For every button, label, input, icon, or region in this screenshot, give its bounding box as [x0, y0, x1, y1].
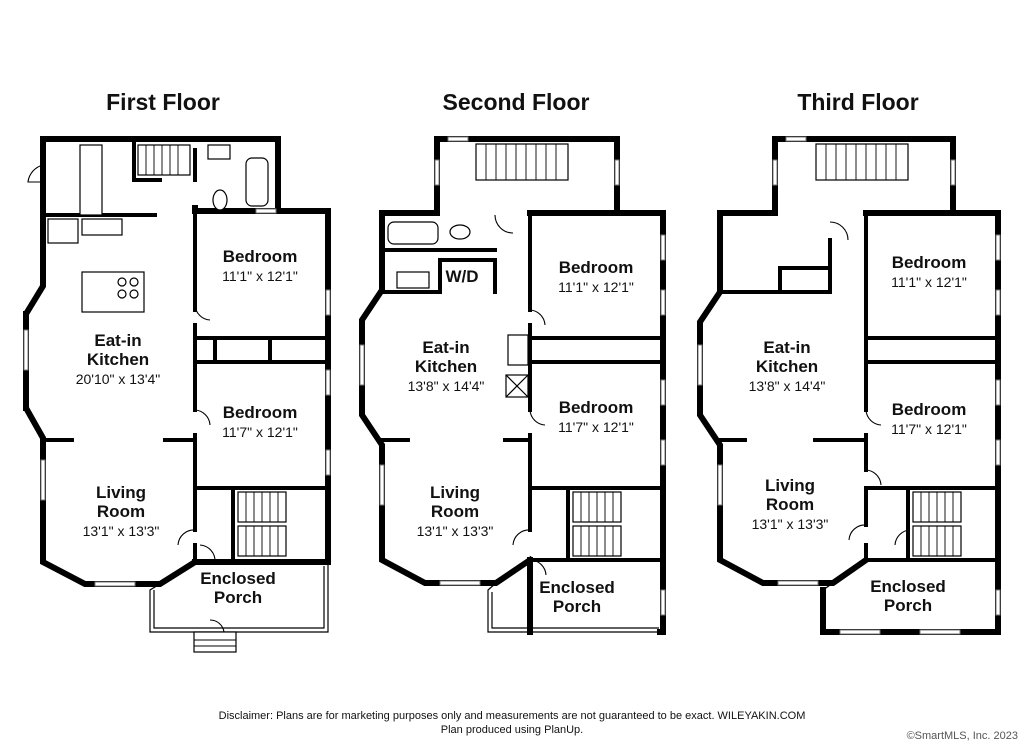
- room-dimensions: 13'8" x 14'4": [749, 378, 826, 394]
- second-floor-fixtures: [387, 221, 529, 398]
- room-label: Bedroom: [892, 400, 967, 419]
- room-label: Bedroom: [223, 247, 298, 266]
- first-floor-walls: [23, 136, 331, 653]
- room-label: W/D: [445, 267, 478, 286]
- room-dimensions: 13'1" x 13'3": [752, 516, 829, 532]
- first-floor-plan: First Floor: [23, 89, 331, 653]
- plan-credit-text: Plan produced using PlanUp.: [440, 724, 584, 736]
- room-label: Bedroom: [892, 253, 967, 272]
- third-floor-stairs: [815, 143, 962, 557]
- third-floor-title: Third Floor: [797, 89, 918, 115]
- room-label: Bedroom: [223, 403, 298, 422]
- room-dimensions: 13'1" x 13'3": [417, 523, 494, 539]
- third-floor-walls: [697, 136, 1001, 635]
- first-floor-title: First Floor: [106, 89, 220, 115]
- second-floor-title: Second Floor: [443, 89, 590, 115]
- copyright-text: ©SmartMLS, Inc. 2023: [906, 730, 1018, 742]
- room-dimensions: 11'1" x 12'1": [222, 268, 298, 284]
- room-dimensions: 11'1" x 12'1": [891, 274, 967, 290]
- room-label: Bedroom: [559, 398, 634, 417]
- second-floor-stairs: [475, 143, 622, 557]
- second-floor-plan: Second Floor: [359, 89, 666, 635]
- room-label: Bedroom: [559, 258, 634, 277]
- first-floor-stairs: [79, 144, 287, 557]
- room-dimensions: 11'1" x 12'1": [558, 279, 634, 295]
- room-dimensions: 11'7" x 12'1": [558, 419, 634, 435]
- room-dimensions: 13'1" x 13'3": [83, 523, 160, 539]
- third-floor-plan: Third Floor: [697, 89, 1001, 635]
- disclaimer-text: Disclaimer: Plans are for marketing purp…: [218, 710, 806, 722]
- room-dimensions: 13'8" x 14'4": [408, 378, 485, 394]
- room-dimensions: 11'7" x 12'1": [891, 421, 967, 437]
- first-floor-kitchen-fixtures: [47, 144, 269, 313]
- room-dimensions: 11'7" x 12'1": [222, 424, 298, 440]
- room-dimensions: 20'10" x 13'4": [76, 371, 161, 387]
